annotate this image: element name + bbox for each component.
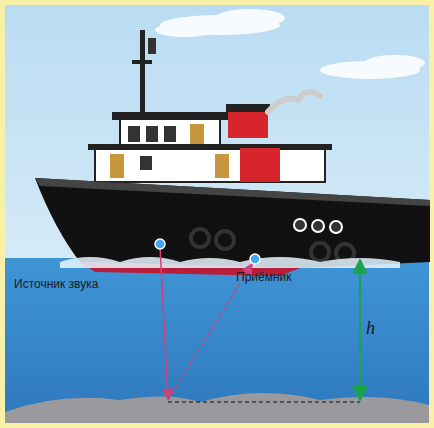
- depth-baseline: [168, 402, 360, 403]
- emitted-ray: [160, 246, 168, 399]
- ship: [35, 30, 430, 276]
- foam: [60, 257, 400, 268]
- source-label: Источник звука: [14, 277, 98, 291]
- clouds: [155, 9, 425, 79]
- receiver: [250, 254, 260, 264]
- depth-label: h: [366, 318, 375, 339]
- depth-arrow: [359, 260, 361, 400]
- sea: [5, 258, 429, 423]
- receiver-label: Приёмник: [236, 270, 292, 284]
- sound-source: [155, 239, 165, 249]
- sky: [5, 5, 429, 423]
- reflected-ray: [168, 264, 252, 400]
- seabed: [5, 393, 429, 423]
